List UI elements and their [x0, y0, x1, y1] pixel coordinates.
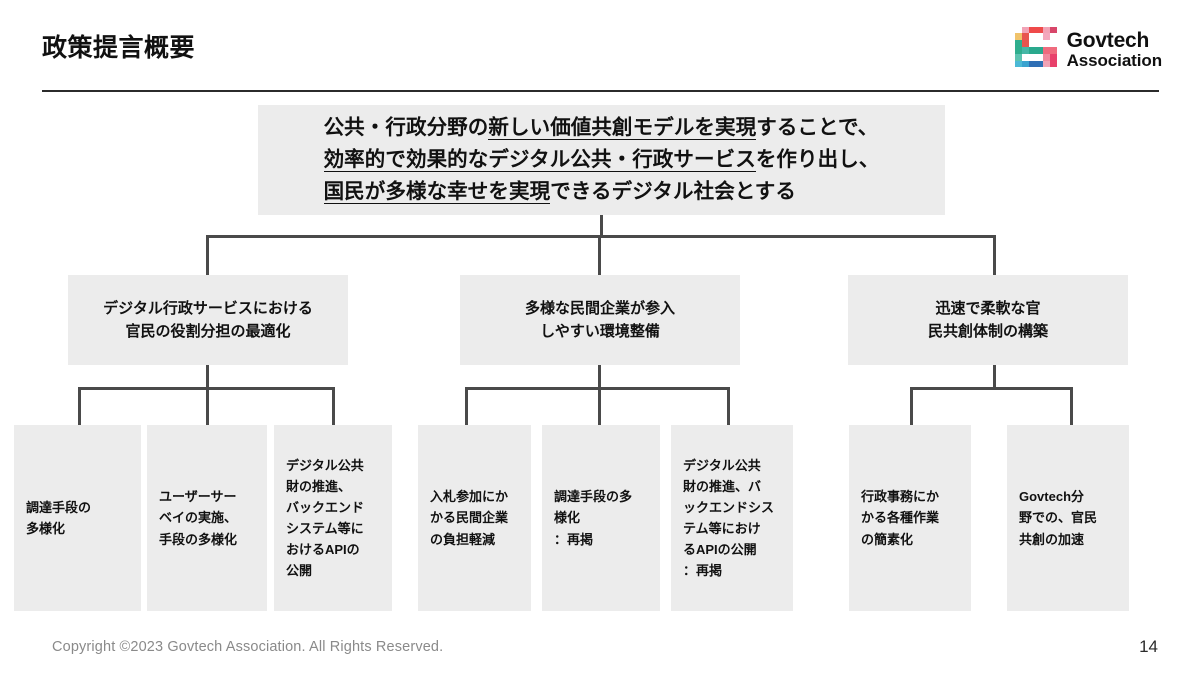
branch-node-0-label: デジタル行政サービスにおける 官民の役割分担の最適化	[103, 299, 313, 340]
logo-line-2: Association	[1066, 50, 1163, 70]
connector-root-bus	[206, 235, 996, 238]
connector-branch-2-leaf-1	[1070, 387, 1073, 425]
branch-node-2-label: 迅速で柔軟な官 民共創体制の構築	[927, 299, 1048, 340]
root-node-line-0: 公共・行政分野の新しい価値共創モデルを実現することで、	[324, 112, 880, 144]
branch-node-0: デジタル行政サービスにおける 官民の役割分担の最適化	[68, 275, 348, 365]
root-node-text: 公共・行政分野の新しい価値共創モデルを実現することで、効率的で効果的なデジタル公…	[323, 112, 880, 208]
leaf-node-2-0-label: 行政事務にか かる各種作業 の簡素化	[861, 489, 940, 547]
leaf-node-2-1: Govtech分 野での、官民 共創の加速	[1007, 425, 1129, 611]
leaf-node-1-0: 入札参加にか かる民間企業 の負担軽減	[418, 425, 531, 611]
root-node-line-0-run-2: することで、	[756, 116, 879, 140]
leaf-node-0-1-label: ユーザーサー ベイの実施、 手段の多様化	[159, 489, 238, 547]
leaf-node-1-1: 調達手段の多 様化 ：再掲	[542, 425, 660, 611]
leaf-node-1-1-label: 調達手段の多 様化 ：再掲	[554, 489, 633, 547]
root-node-line-2: 国民が多様な幸せを実現できるデジタル社会とする	[323, 176, 880, 208]
footer-page-number: 14	[1139, 637, 1158, 656]
title-divider	[42, 90, 1159, 92]
connector-branch-2-bus	[910, 387, 1073, 390]
connector-branch-1-leaf-1	[598, 387, 601, 425]
connector-branch-0-leaf-1	[206, 387, 209, 425]
leaf-node-1-2-label: デジタル公共 財の推進、バ ックエンドシス テム等におけ るAPIの公開 ：再掲	[683, 457, 775, 579]
footer-copyright: Copyright ©2023 Govtech Association. All…	[52, 639, 444, 655]
connector-root-to-branch-2	[993, 235, 996, 275]
connector-branch-2-stem	[993, 365, 996, 390]
logo-wordmark: Govtech Association	[1066, 28, 1163, 70]
connector-branch-0-leaf-0	[78, 387, 81, 425]
connector-branch-1-leaf-0	[465, 387, 468, 425]
leaf-node-1-2: デジタル公共 財の推進、バ ックエンドシス テム等におけ るAPIの公開 ：再掲	[671, 425, 793, 611]
leaf-node-0-2: デジタル公共 財の推進、 バックエンド システム等に おけるAPIの 公開	[274, 425, 392, 611]
page-title: 政策提言概要	[42, 34, 196, 62]
root-node: 公共・行政分野の新しい価値共創モデルを実現することで、効率的で効果的なデジタル公…	[258, 105, 945, 215]
leaf-node-0-0: 調達手段の 多様化	[14, 425, 141, 611]
branch-node-1: 多様な民間企業が参入 しやすい環境整備	[460, 275, 740, 365]
branch-node-1-label: 多様な民間企業が参入 しやすい環境整備	[524, 299, 675, 340]
connector-branch-1-stem	[598, 365, 601, 390]
root-node-line-2-run-0: 国民が多様な幸せを実現	[323, 179, 551, 204]
connector-branch-1-bus	[465, 387, 730, 390]
connector-root-to-branch-0	[206, 235, 209, 275]
connector-branch-2-leaf-0	[910, 387, 913, 425]
leaf-node-2-1-label: Govtech分 野での、官民 共創の加速	[1019, 489, 1098, 547]
govtech-g-mark-icon	[1014, 27, 1057, 72]
leaf-node-1-0-label: 入札参加にか かる民間企業 の負担軽減	[430, 489, 509, 547]
connector-branch-0-leaf-2	[332, 387, 335, 425]
govtech-association-logo: Govtech Association	[1014, 27, 1163, 72]
root-node-line-2-run-1: できるデジタル社会とする	[550, 179, 796, 203]
root-node-line-0-run-0: 公共・行政分野の	[323, 116, 489, 140]
logo-line-1: Govtech	[1066, 28, 1150, 52]
root-node-line-1-run-1: を作り出し、	[755, 148, 880, 172]
connector-root-to-branch-1	[598, 235, 601, 275]
root-node-line-1: 効率的で効果的なデジタル公共・行政サービスを作り出し、	[323, 144, 880, 176]
leaf-node-0-1: ユーザーサー ベイの実施、 手段の多様化	[147, 425, 267, 611]
leaf-node-0-2-label: デジタル公共 財の推進、 バックエンド システム等に おけるAPIの 公開	[286, 457, 365, 579]
leaf-node-2-0: 行政事務にか かる各種作業 の簡素化	[849, 425, 971, 611]
root-node-line-1-run-0: 効率的で効果的なデジタル公共・行政サービス	[323, 148, 756, 173]
leaf-node-0-0-label: 調達手段の 多様化	[26, 499, 92, 536]
root-node-line-0-run-1: 新しい価値共創モデルを実現	[488, 116, 757, 141]
connector-branch-1-leaf-2	[727, 387, 730, 425]
branch-node-2: 迅速で柔軟な官 民共創体制の構築	[848, 275, 1128, 365]
connector-branch-0-stem	[206, 365, 209, 390]
connector-root-stem	[600, 215, 603, 237]
